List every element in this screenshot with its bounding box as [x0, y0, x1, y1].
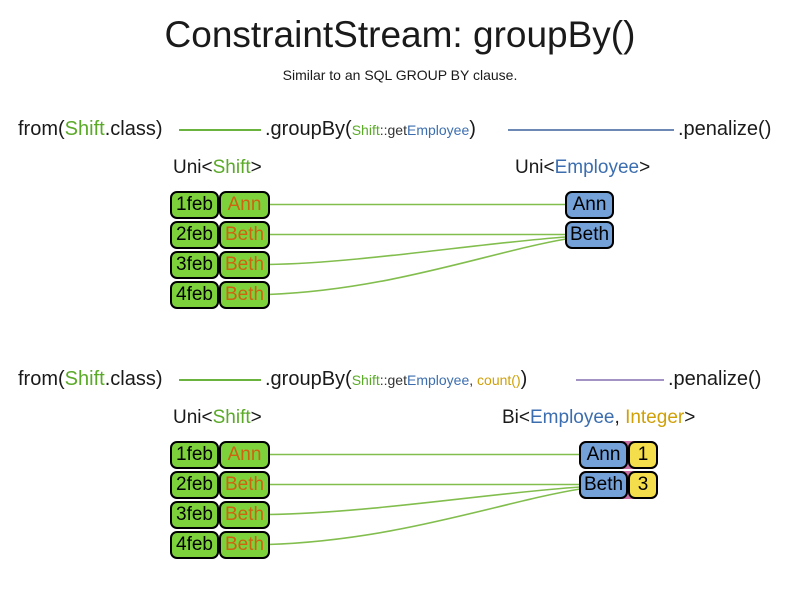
s2-shift-3-employee: Beth [219, 501, 270, 529]
s2-shift-1-employee: Ann [219, 441, 270, 469]
s2-line-4feb-beth [267, 488, 581, 546]
s2-left-label-pre: Uni< [173, 407, 213, 428]
code1-arg-shift: Shift [351, 122, 380, 138]
code2-arg-employee: Employee [406, 372, 470, 388]
code1-arg-employee: Employee [406, 122, 470, 138]
code1-from-expression: from(Shift.class) [18, 118, 163, 141]
s1-left-label-post: > [250, 157, 262, 178]
s2-group-ann-box: Ann [579, 441, 628, 469]
s1-uni-employee-label: Uni<Employee> [515, 157, 650, 179]
code2-uni-shift-stream-line [179, 379, 261, 381]
s2-group-beth-count: 3 [628, 471, 658, 499]
s2-shift-2-date: 2feb [170, 471, 219, 499]
s2-shift-1-date: 1feb [170, 441, 219, 469]
code1-from-pre: from( [18, 118, 65, 140]
s1-right-label-pre: Uni< [515, 157, 555, 178]
code2-from-post: .class) [104, 368, 163, 390]
s1-line-4feb-beth [267, 238, 567, 296]
s2-right-label-type2: Integer [625, 407, 685, 428]
s2-shift-3-date: 3feb [170, 501, 219, 529]
s2-line-3feb-beth [267, 486, 581, 516]
s1-shift-2-employee: Beth [219, 221, 270, 249]
page-subtitle: Similar to an SQL GROUP BY clause. [282, 67, 518, 83]
s1-group-beth-box: Beth [565, 221, 614, 249]
s2-right-label-post: > [684, 407, 696, 428]
code2-groupby-open: .groupBy( [265, 368, 352, 390]
s1-uni-shift-label: Uni<Shift> [173, 157, 262, 179]
s1-left-label-type: Shift [212, 157, 251, 178]
code1-arg-getter: ::get [379, 122, 407, 138]
s1-group-ann-box: Ann [565, 191, 614, 219]
code2-penalize-expression: .penalize() [668, 368, 762, 390]
code1-from-type: Shift [64, 118, 105, 140]
s2-right-label-pre: Bi< [502, 407, 530, 428]
code2-from-expression: from(Shift.class) [18, 368, 163, 391]
s1-shift-3-date: 3feb [170, 251, 219, 279]
s2-bi-employee-integer-label: Bi<Employee, Integer> [502, 407, 695, 429]
code2-arg-count: count() [477, 372, 521, 388]
code2-groupby-expression: .groupBy(Shift::getEmployee, count()) [265, 368, 527, 391]
code1-groupby-open: .groupBy( [265, 118, 352, 140]
code2-groupby-close: ) [520, 368, 528, 390]
s1-shift-3-employee: Beth [219, 251, 270, 279]
code1-groupby-close: ) [469, 118, 476, 140]
s2-uni-shift-label: Uni<Shift> [173, 407, 262, 429]
code1-uni-shift-stream-line [179, 129, 261, 131]
s2-shift-4-date: 4feb [170, 531, 219, 559]
s1-shift-1-date: 1feb [170, 191, 219, 219]
s1-shift-2-date: 2feb [170, 221, 219, 249]
s1-shift-1-employee: Ann [219, 191, 270, 219]
code2-from-pre: from( [18, 368, 65, 390]
code2-from-type: Shift [64, 368, 105, 390]
code1-penalize-expression: .penalize() [678, 118, 772, 140]
s2-group-ann-count: 1 [628, 441, 658, 469]
code1-uni-employee-stream-line [508, 129, 674, 131]
code1-groupby-expression: .groupBy(Shift::getEmployee) [265, 118, 476, 141]
s2-left-label-post: > [250, 407, 262, 428]
s2-right-label-type1: Employee [530, 407, 615, 428]
s1-left-label-pre: Uni< [173, 157, 213, 178]
s1-group-beth: Beth [565, 221, 614, 249]
code1-from-post: .class) [104, 118, 163, 140]
code2-bi-stream-line [576, 379, 664, 381]
s2-right-label-sep: , [614, 407, 626, 428]
s2-shift-4-employee: Beth [219, 531, 270, 559]
s2-group-beth-box: Beth [579, 471, 628, 499]
code2-arg-comma: , [469, 372, 478, 388]
s1-shift-4-employee: Beth [219, 281, 270, 309]
s1-right-label-post: > [639, 157, 651, 178]
code2-arg-getter: ::get [379, 372, 407, 388]
s1-right-label-type: Employee [554, 157, 640, 178]
s1-shift-4-date: 4feb [170, 281, 219, 309]
s1-line-3feb-beth [267, 236, 567, 266]
s1-group-ann: Ann [565, 191, 614, 219]
code2-arg-shift: Shift [351, 372, 380, 388]
page-title: ConstraintStream: groupBy() [164, 14, 636, 55]
s2-shift-2-employee: Beth [219, 471, 270, 499]
s2-left-label-type: Shift [212, 407, 251, 428]
